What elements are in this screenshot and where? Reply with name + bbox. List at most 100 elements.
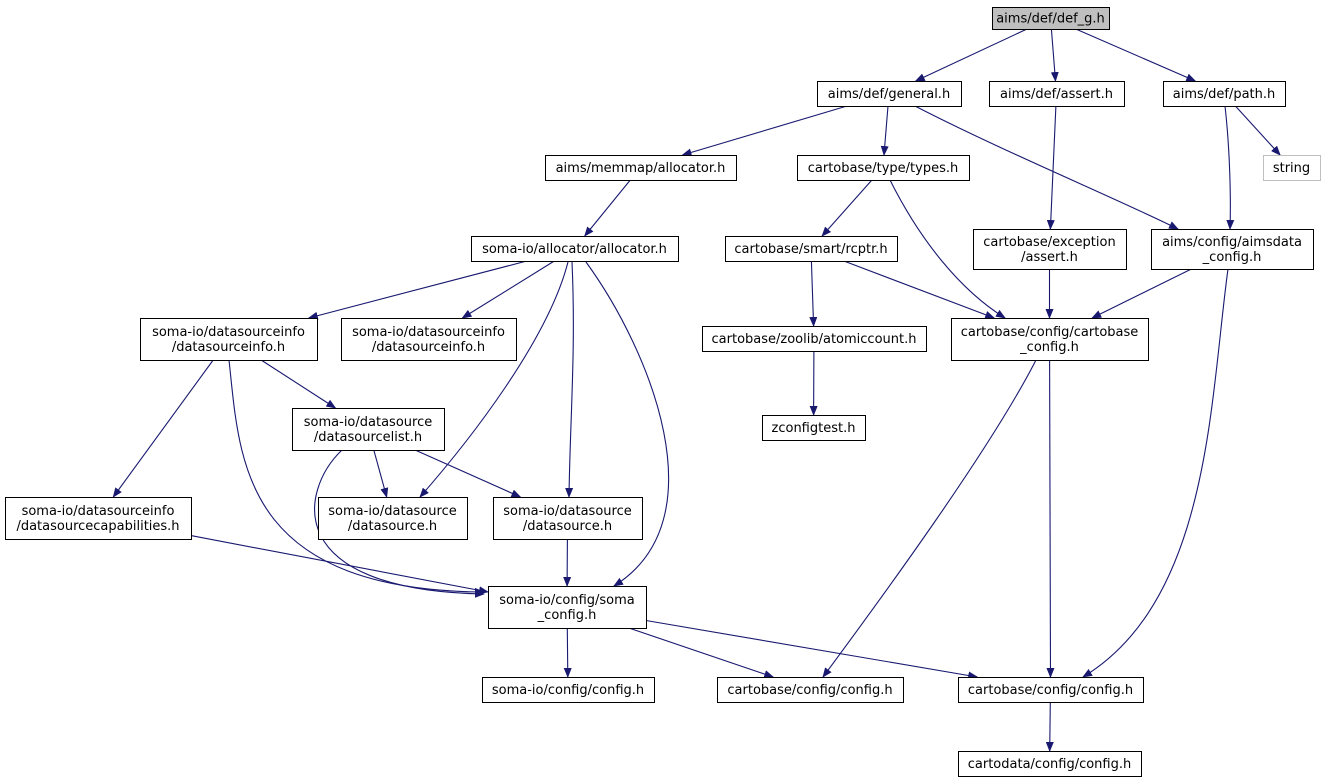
edge-cb_config-to-cb_cfg1 (822, 359, 1037, 678)
edge-dsi1-to-soma_config (228, 359, 485, 596)
node-label: /datasourcelist.h (314, 430, 422, 445)
edge-somaalloc-to-ds1 (419, 261, 569, 498)
edge-cb_cfg2-to-cd_cfg (1045, 701, 1054, 752)
edge-general-to-aimsdata_config (914, 105, 1179, 230)
node-label: soma-io/datasource (328, 504, 456, 519)
node-label: aims/def/general.h (828, 87, 950, 102)
node-box (140, 318, 318, 361)
node-box (958, 751, 1142, 777)
node-box (471, 236, 679, 262)
node-label: cartobase/config/config.h (968, 683, 1133, 698)
node-box (989, 81, 1125, 107)
node-box (973, 229, 1127, 270)
node-rcptr[interactable]: cartobase/smart/rcptr.h (725, 236, 898, 262)
node-label: aims/def/path.h (1173, 87, 1276, 102)
node-label: /assert.h (1021, 250, 1078, 265)
node-zconf[interactable]: zconfigtest.h (762, 415, 866, 441)
node-ds1[interactable]: soma-io/datasource/datasource.h (318, 497, 468, 540)
node-label: zconfigtest.h (772, 421, 856, 436)
node-box (1263, 155, 1321, 181)
edge-rcptr-to-atomic (809, 260, 818, 327)
node-soma_cfg[interactable]: soma-io/config/config.h (482, 677, 655, 703)
edge-types-to-cb_config (889, 179, 1006, 319)
node-label: cartobase/zoolib/atomiccount.h (712, 332, 917, 347)
node-label: _config.h (537, 608, 597, 623)
node-label: aims/def/assert.h (1000, 87, 1113, 102)
edge-somaalloc-to-dsi1 (307, 260, 527, 320)
edge-rcptr-to-cb_config (843, 260, 996, 319)
node-box (817, 81, 962, 107)
node-soma_config[interactable]: soma-io/config/soma_config.h (488, 586, 647, 629)
node-label: soma-io/datasource (503, 504, 631, 519)
node-label: soma-io/allocator/allocator.h (482, 242, 667, 257)
node-box (992, 7, 1110, 30)
edge-dscap-to-soma_config (190, 535, 489, 595)
node-somaalloc[interactable]: soma-io/allocator/allocator.h (471, 236, 679, 262)
edge-path-to-aimsdata_config (1224, 105, 1235, 230)
node-box (1163, 81, 1286, 107)
node-types[interactable]: cartobase/type/types.h (797, 155, 970, 181)
node-label: soma-io/config/config.h (492, 683, 644, 698)
edge-general-to-types (880, 105, 889, 156)
node-aimsdata_config[interactable]: aims/config/aimsdata_config.h (1151, 229, 1314, 270)
node-label: /datasourceinfo.h (172, 340, 285, 355)
node-box (725, 236, 898, 262)
edge-soma_config-to-cb_cfg2 (645, 619, 979, 680)
node-cb_cfg1[interactable]: cartobase/config/config.h (717, 677, 904, 703)
edge-dslist-to-ds2 (414, 449, 522, 498)
node-label: /datasourcecapabilities.h (16, 519, 179, 534)
node-label: cartobase/smart/rcptr.h (734, 242, 887, 257)
node-box (493, 497, 643, 540)
node-label: soma-io/datasourceinfo (152, 325, 305, 340)
node-dslist[interactable]: soma-io/datasource/datasourcelist.h (292, 408, 445, 451)
edge-def_g-to-path (1075, 28, 1197, 82)
edge-memalloc-to-somaalloc (584, 179, 631, 237)
node-label: soma-io/datasource (304, 415, 432, 430)
edge-dsi1-to-dscap (112, 359, 214, 498)
node-exc_assert[interactable]: cartobase/exception/assert.h (973, 229, 1127, 270)
node-def_g[interactable]: aims/def/def_g.h (992, 7, 1110, 30)
node-label: string (1273, 161, 1310, 176)
node-box (5, 497, 192, 540)
node-cb_cfg2[interactable]: cartobase/config/config.h (958, 677, 1144, 703)
edge-soma_config-to-cb_cfg1 (628, 627, 775, 678)
node-memalloc[interactable]: aims/memmap/allocator.h (545, 155, 737, 181)
node-cb_config[interactable]: cartobase/config/cartobase_config.h (951, 318, 1149, 361)
node-dsi1[interactable]: soma-io/datasourceinfo/datasourceinfo.h (140, 318, 318, 361)
node-atomic[interactable]: cartobase/zoolib/atomiccount.h (702, 326, 927, 352)
node-box (762, 415, 866, 441)
node-box (951, 318, 1149, 361)
edge-somaalloc-to-ds2 (565, 261, 574, 498)
node-cd_cfg[interactable]: cartodata/config/config.h (958, 751, 1142, 777)
edge-def_g-to-general (914, 28, 1028, 82)
edge-dsi1-to-dslist (260, 359, 337, 409)
node-box (702, 326, 927, 352)
edge-path-to-string (1234, 105, 1281, 156)
node-path[interactable]: aims/def/path.h (1163, 81, 1286, 107)
node-box (958, 677, 1144, 703)
node-box (318, 497, 468, 540)
node-label: _config.h (1019, 340, 1079, 355)
node-box (545, 155, 737, 181)
node-assert_aims[interactable]: aims/def/assert.h (989, 81, 1125, 107)
node-box (341, 318, 517, 361)
edge-aimsdata_config-to-cb_cfg2 (1082, 268, 1229, 678)
edge-somaalloc-to-soma_config (585, 261, 670, 587)
node-dsi2[interactable]: soma-io/datasourceinfo/datasourceinfo.h (341, 318, 517, 361)
node-general[interactable]: aims/def/general.h (817, 81, 962, 107)
edge-soma_config-to-soma_cfg (563, 627, 572, 678)
edges-layer (112, 28, 1281, 752)
node-ds2[interactable]: soma-io/datasource/datasource.h (493, 497, 643, 540)
node-string[interactable]: string (1263, 155, 1321, 181)
node-dscap[interactable]: soma-io/datasourceinfo/datasourcecapabil… (5, 497, 192, 540)
edge-general-to-memalloc (681, 105, 848, 157)
node-label: soma-io/datasourceinfo (352, 325, 505, 340)
node-label: cartodata/config/config.h (968, 757, 1131, 772)
node-box (1151, 229, 1314, 270)
edge-dslist-to-ds1 (373, 449, 389, 498)
node-label: /datasourceinfo.h (372, 340, 485, 355)
node-label: /datasource.h (348, 519, 437, 534)
node-box (797, 155, 970, 181)
edge-def_g-to-assert_aims (1050, 28, 1059, 82)
node-label: aims/def/def_g.h (996, 12, 1105, 27)
